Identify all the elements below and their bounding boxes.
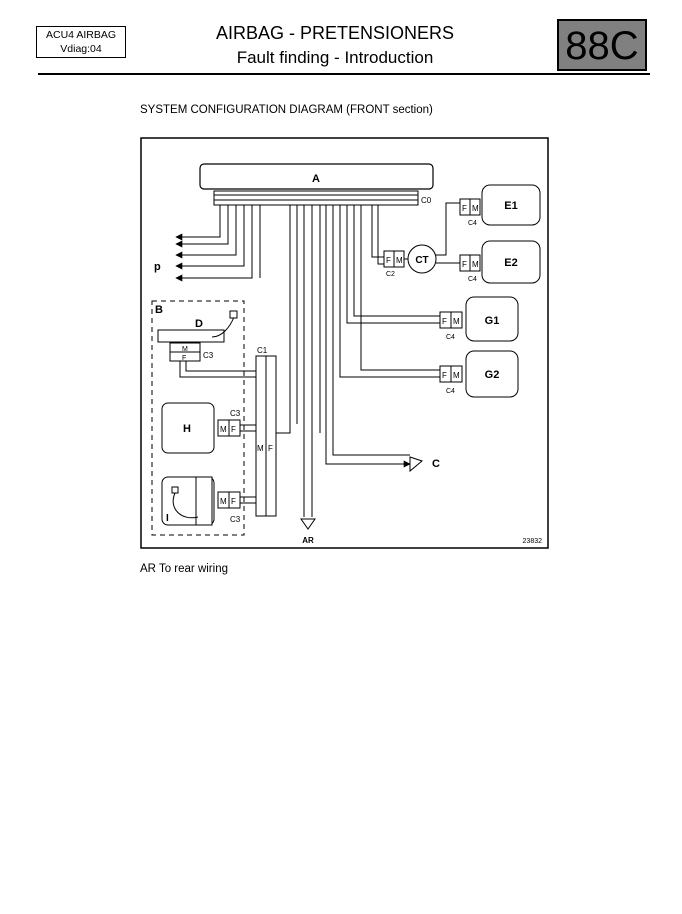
label-g1: G1 xyxy=(485,315,500,327)
component-g1 xyxy=(465,296,519,342)
svg-text:F: F xyxy=(442,317,447,326)
title-line2: Fault finding - Introduction xyxy=(236,48,434,67)
svg-text:F: F xyxy=(231,425,236,434)
svg-text:M: M xyxy=(182,346,188,353)
label-c0: C0 xyxy=(421,196,432,205)
unit-a xyxy=(199,163,434,190)
label-c3-i: C3 xyxy=(230,515,241,524)
c2-f: F xyxy=(386,256,391,265)
central-wiring xyxy=(270,205,440,517)
component-e2 xyxy=(481,240,541,284)
svg-text:F: F xyxy=(462,260,467,269)
svg-text:M: M xyxy=(472,204,479,213)
label-b: B xyxy=(155,304,163,316)
section-number-badge: 88C xyxy=(557,19,647,71)
svg-text:M: M xyxy=(257,444,264,453)
label-c4-e1: C4 xyxy=(468,220,477,227)
page-title: AIRBAG - PRETENSIONERS Fault finding - I… xyxy=(150,22,520,70)
svg-text:F: F xyxy=(182,355,186,362)
label-c3-h: C3 xyxy=(230,409,241,418)
label-p: p xyxy=(154,261,161,273)
label-c4-e2: C4 xyxy=(468,276,477,283)
label-c: C xyxy=(432,458,440,470)
svg-text:F: F xyxy=(462,204,467,213)
harness-p xyxy=(175,205,261,282)
diagram-frame xyxy=(140,137,549,549)
component-h xyxy=(161,402,215,454)
wiring-diagram-svg: A C0 p AR C F M C2 CT xyxy=(140,137,549,549)
c-arrow xyxy=(409,456,424,473)
svg-text:F: F xyxy=(268,444,273,453)
header-divider xyxy=(38,73,650,75)
component-e1 xyxy=(481,184,541,226)
svg-text:M: M xyxy=(220,425,227,434)
connector-c0 xyxy=(213,190,419,206)
footnote: AR To rear wiring xyxy=(140,563,228,575)
label-c3-d: C3 xyxy=(203,351,214,360)
title-line1: AIRBAG - PRETENSIONERS xyxy=(215,23,455,43)
c2-m: M xyxy=(396,256,403,265)
svg-text:F: F xyxy=(442,371,447,380)
diagram-ref-number: 23832 xyxy=(523,538,543,545)
svg-text:M: M xyxy=(453,371,460,380)
label-c4-g2: C4 xyxy=(446,388,455,395)
label-c4-g1: C4 xyxy=(446,334,455,341)
svg-text:M: M xyxy=(220,497,227,506)
vehicle-info-line2: Vdiag:04 xyxy=(60,43,102,55)
system-configuration-diagram: A C0 p AR C F M C2 CT xyxy=(140,137,549,549)
label-d: D xyxy=(195,318,203,330)
vehicle-info-box: ACU4 AIRBAG Vdiag:04 xyxy=(36,26,126,58)
section-title: SYSTEM CONFIGURATION DIAGRAM (FRONT sect… xyxy=(140,104,433,116)
label-g2: G2 xyxy=(485,369,500,381)
label-ar: AR xyxy=(302,536,314,545)
vehicle-info-line1: ACU4 AIRBAG xyxy=(45,29,117,41)
ar-arrow xyxy=(300,518,316,530)
label-c2: C2 xyxy=(386,271,395,278)
label-a: A xyxy=(312,173,320,185)
label-c1: C1 xyxy=(257,346,268,355)
component-d xyxy=(157,329,225,343)
svg-text:F: F xyxy=(231,497,236,506)
svg-text:M: M xyxy=(453,317,460,326)
label-h: H xyxy=(183,423,191,435)
label-e1: E1 xyxy=(504,200,517,212)
label-i: I xyxy=(166,513,169,524)
zone-b xyxy=(151,300,245,536)
svg-text:M: M xyxy=(472,260,479,269)
label-e2: E2 xyxy=(504,257,517,269)
component-g2 xyxy=(465,350,519,398)
label-ct: CT xyxy=(415,255,428,266)
